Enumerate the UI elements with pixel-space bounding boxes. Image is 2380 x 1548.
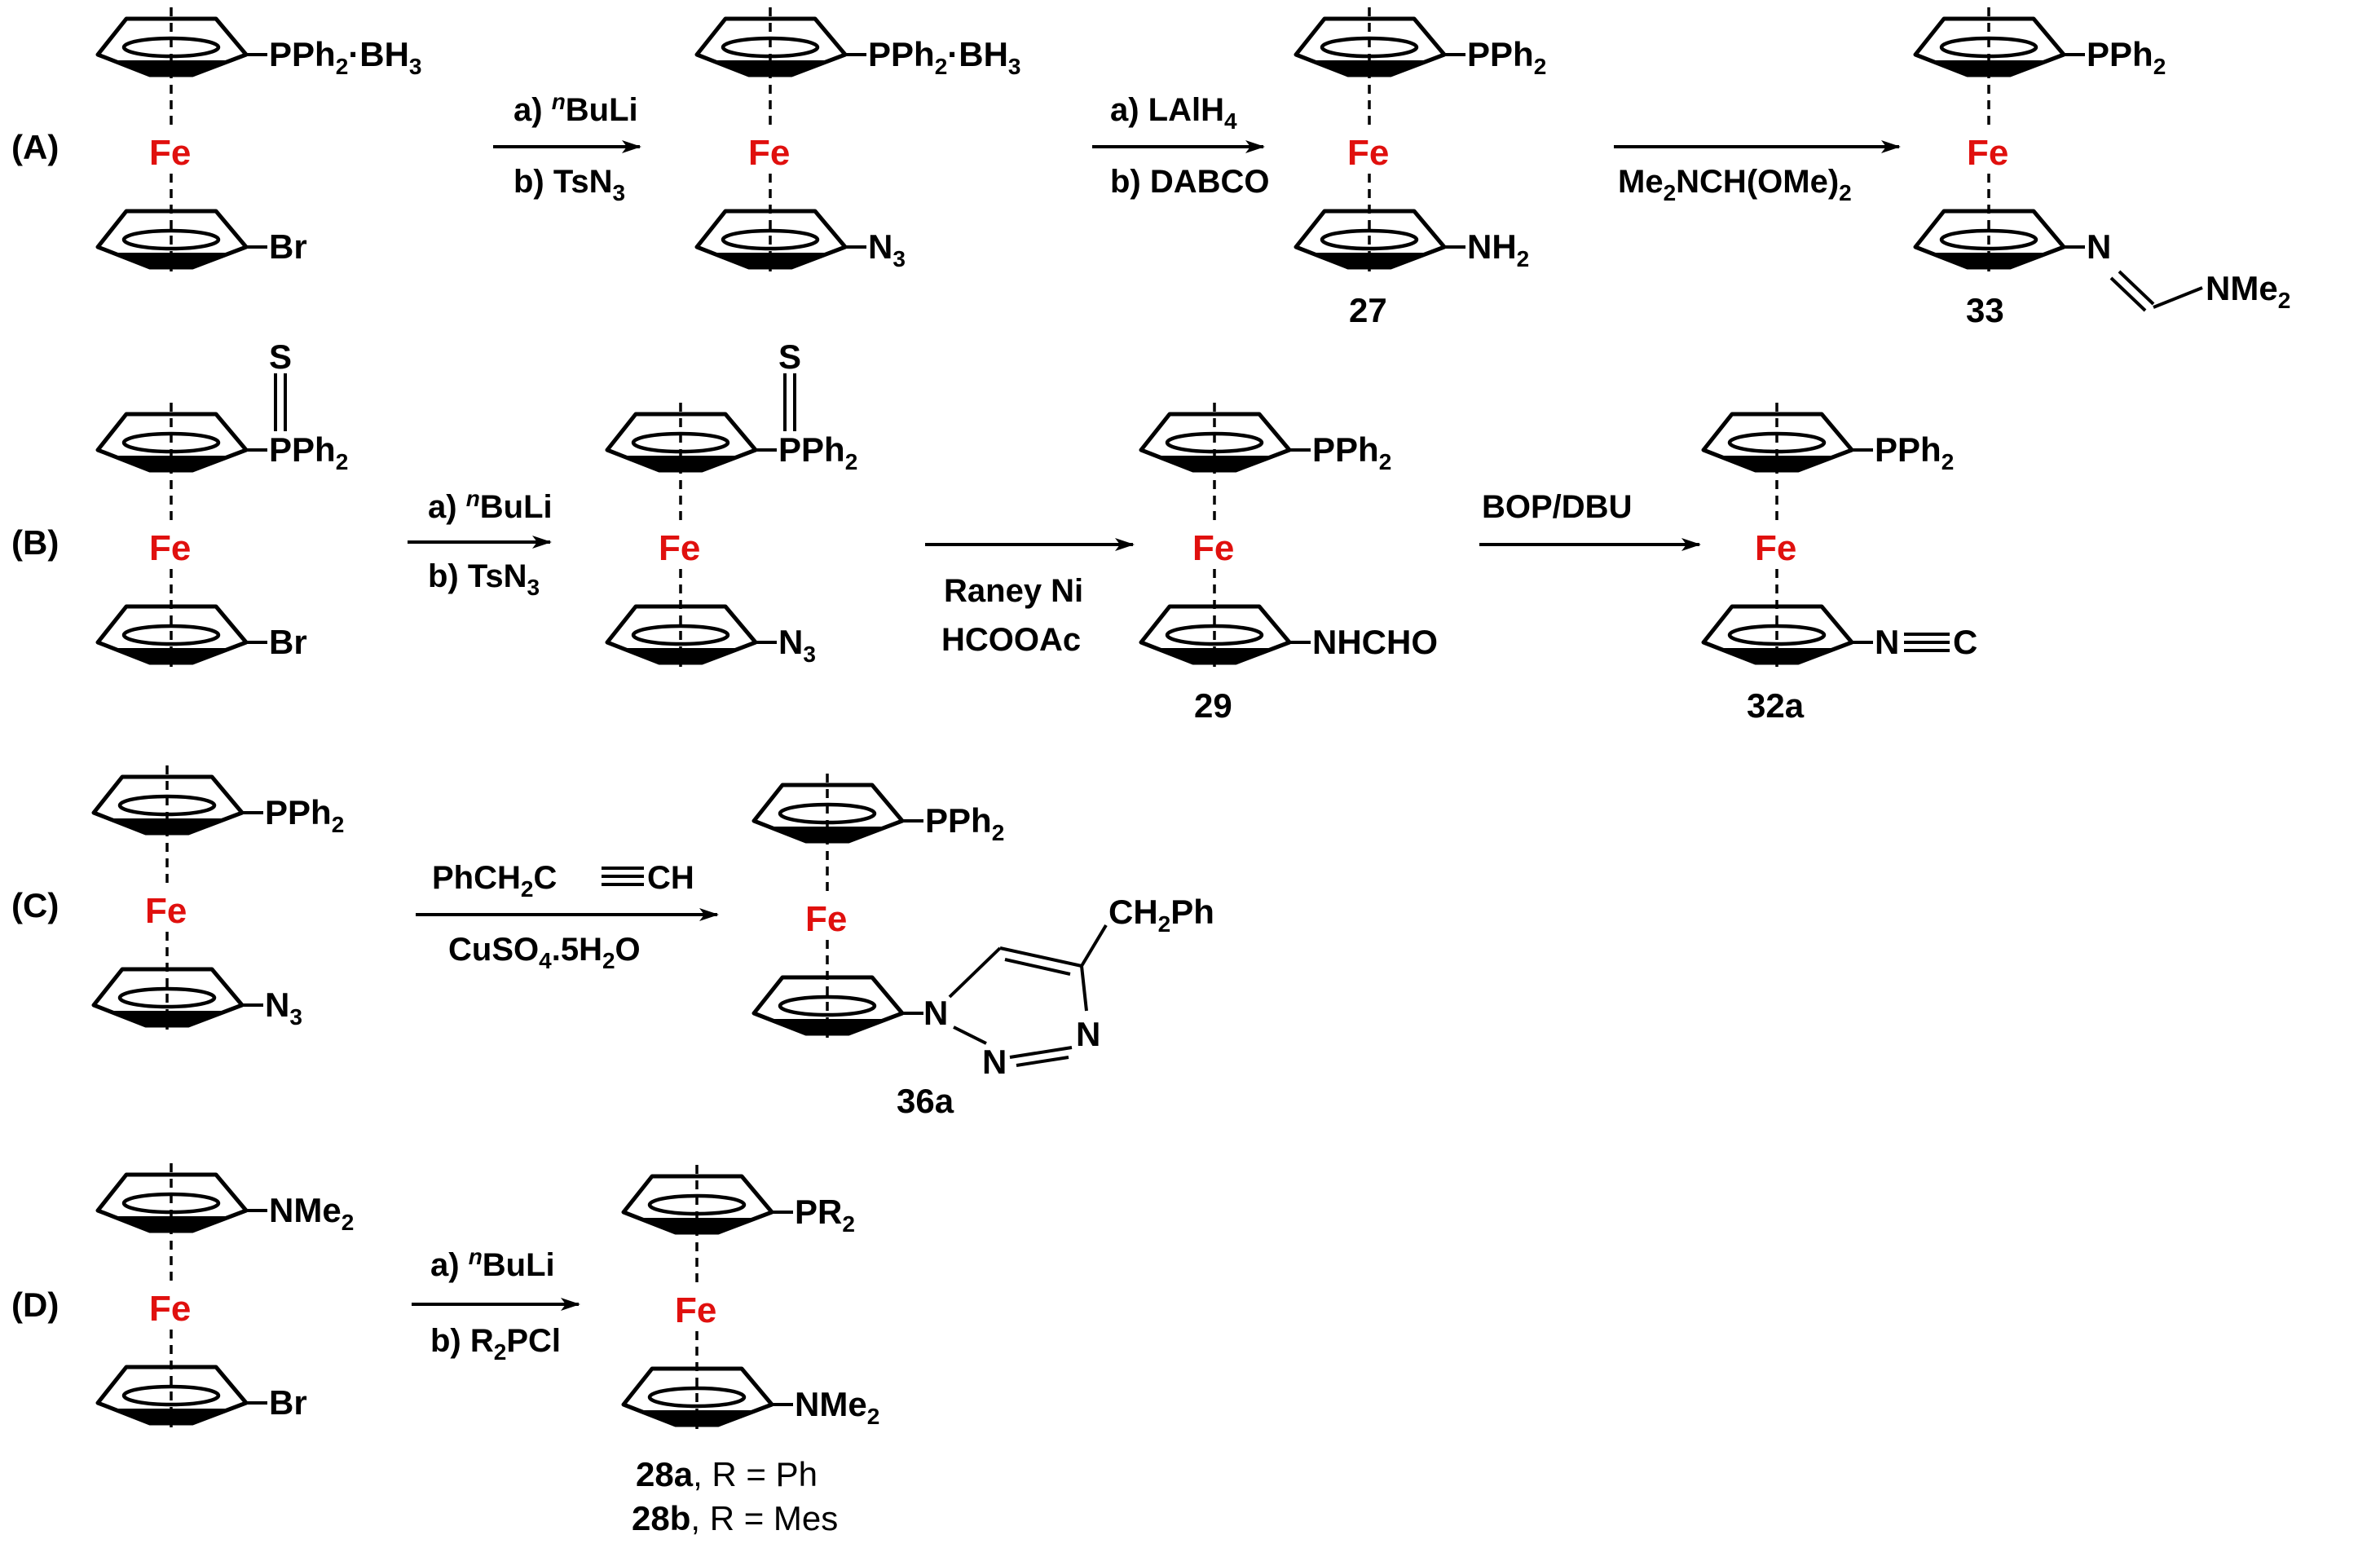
section-label-c: (C)	[11, 886, 59, 924]
pph2-group: PPh2	[1875, 430, 1954, 474]
section-label-a: (A)	[11, 128, 59, 166]
reagent-a3: Me2NCH(OMe)2	[1618, 164, 1852, 205]
ferrocene-29: Fe PPh2 NHCHO	[1141, 403, 1438, 667]
ferrocene-32a: Fe PPh2 N C	[1703, 403, 1977, 667]
iron-atom: Fe	[1755, 528, 1796, 568]
ferrocene-28: Fe PR2 NMe2	[624, 1165, 879, 1429]
triazole-n1: N	[923, 994, 948, 1032]
reagent-b1-step-b: b) TsN3	[428, 558, 540, 600]
compound-label-27: 27	[1349, 291, 1387, 329]
iron-atom: Fe	[748, 133, 790, 173]
pph2bh3-group: PPh	[868, 35, 935, 73]
reagent-c1-alkyne: PhCH2C	[432, 860, 557, 902]
ferrocene-33: Fe PPh2 N NMe2	[1915, 7, 2290, 313]
section-label-d: (D)	[11, 1286, 59, 1324]
benzyl-group: CH2Ph	[1108, 893, 1214, 937]
azide-group: N3	[868, 227, 906, 271]
dimethylamino-group: NMe2	[269, 1191, 354, 1235]
ferrocene-b2: Fe PPh2 S N3	[607, 337, 857, 667]
azide-group: N3	[778, 623, 816, 667]
iron-atom: Fe	[145, 891, 187, 931]
formamide-group: NHCHO	[1312, 623, 1438, 661]
iron-atom: Fe	[1347, 133, 1389, 173]
reagent-a1-step-a: a) nBuLi	[513, 89, 638, 128]
iron-atom: Fe	[659, 528, 700, 568]
triazole-bond	[948, 946, 1002, 999]
reagent-b2-line1: Raney Ni	[944, 573, 1083, 609]
pph2-group: PPh2	[265, 793, 344, 837]
compound-label-33: 33	[1966, 291, 2004, 329]
ferrocene-d1: Fe NMe2 Br	[98, 1163, 354, 1427]
compound-label-28a: 28a, R = Ph	[636, 1455, 818, 1493]
imine-nitrogen: N	[2087, 227, 2111, 266]
pr2-group: PR2	[795, 1193, 855, 1237]
ferrocene-a1: Fe PPh2·BH3 Br	[98, 7, 422, 271]
azide-group: N3	[265, 986, 302, 1030]
pph2-group: PPh2	[269, 430, 348, 474]
bromo-group: Br	[269, 1383, 307, 1422]
iron-atom: Fe	[1192, 528, 1234, 568]
compound-label-29: 29	[1194, 686, 1232, 725]
ferrocene-c1: Fe PPh2 N3	[94, 765, 344, 1030]
compound-label-28b: 28b, R = Mes	[632, 1499, 838, 1537]
svg-text:PPh2·BH3: PPh2·BH3	[269, 35, 422, 79]
svg-text:PPh2·BH3: PPh2·BH3	[868, 35, 1021, 79]
dimethylamino-group: NMe2	[795, 1385, 879, 1429]
reagent-c1-terminal: CH	[647, 860, 694, 896]
pph2bh3-group: PPh	[269, 35, 336, 73]
sulfur-atom: S	[778, 337, 801, 376]
isocyanide-carbon: C	[1953, 623, 1977, 661]
pph2-group: PPh2	[925, 801, 1004, 845]
ferrocene-27: Fe PPh2 NH2	[1296, 7, 1546, 271]
iron-atom: Fe	[1967, 133, 2008, 173]
bromo-group: Br	[269, 227, 307, 266]
iron-atom: Fe	[149, 133, 191, 173]
triazole-n3: N	[1076, 1015, 1100, 1053]
reagent-d1-step-b: b) R2PCl	[430, 1323, 561, 1365]
reagent-d1-step-a: a) nBuLi	[430, 1244, 555, 1283]
reagent-b3: BOP/DBU	[1482, 489, 1632, 525]
reagent-b1-step-a: a) nBuLi	[428, 486, 553, 525]
reagent-a1-step-b: b) TsN3	[513, 164, 625, 205]
reagent-c1-catalyst: CuSO4.5H2O	[448, 932, 641, 973]
compound-label-32a: 32a	[1747, 686, 1805, 725]
pph2-group: PPh2	[1467, 35, 1546, 79]
isocyanide-nitrogen: N	[1875, 623, 1899, 661]
amine-group: NH2	[1467, 227, 1529, 271]
ferrocene-a2: Fe PPh2·BH3 N3	[697, 7, 1021, 271]
pph2-group: PPh2	[1312, 430, 1391, 474]
sulfur-atom: S	[269, 337, 292, 376]
reagent-b2-line2: HCOOAc	[941, 622, 1081, 658]
reagent-a2-step-b: b) DABCO	[1110, 164, 1270, 200]
reagent-a2-step-a: a) LAlH4	[1110, 92, 1237, 134]
triazole-n2: N	[982, 1043, 1007, 1081]
pph2-group: PPh2	[778, 430, 857, 474]
section-label-b: (B)	[11, 523, 59, 562]
pph2-group: PPh2	[2087, 35, 2166, 79]
imine-double-bond	[2118, 270, 2155, 306]
ferrocene-b1: Fe PPh2 S Br	[98, 337, 348, 667]
iron-atom: Fe	[805, 899, 847, 939]
ferrocene-36a: Fe PPh2 N N N CH2Ph	[754, 774, 1214, 1081]
iron-atom: Fe	[149, 1289, 191, 1329]
dimethylamino-group: NMe2	[2206, 269, 2290, 313]
iron-atom: Fe	[675, 1290, 716, 1330]
bromo-group: Br	[269, 623, 307, 661]
iron-atom: Fe	[149, 528, 191, 568]
compound-label-36a: 36a	[897, 1082, 954, 1120]
